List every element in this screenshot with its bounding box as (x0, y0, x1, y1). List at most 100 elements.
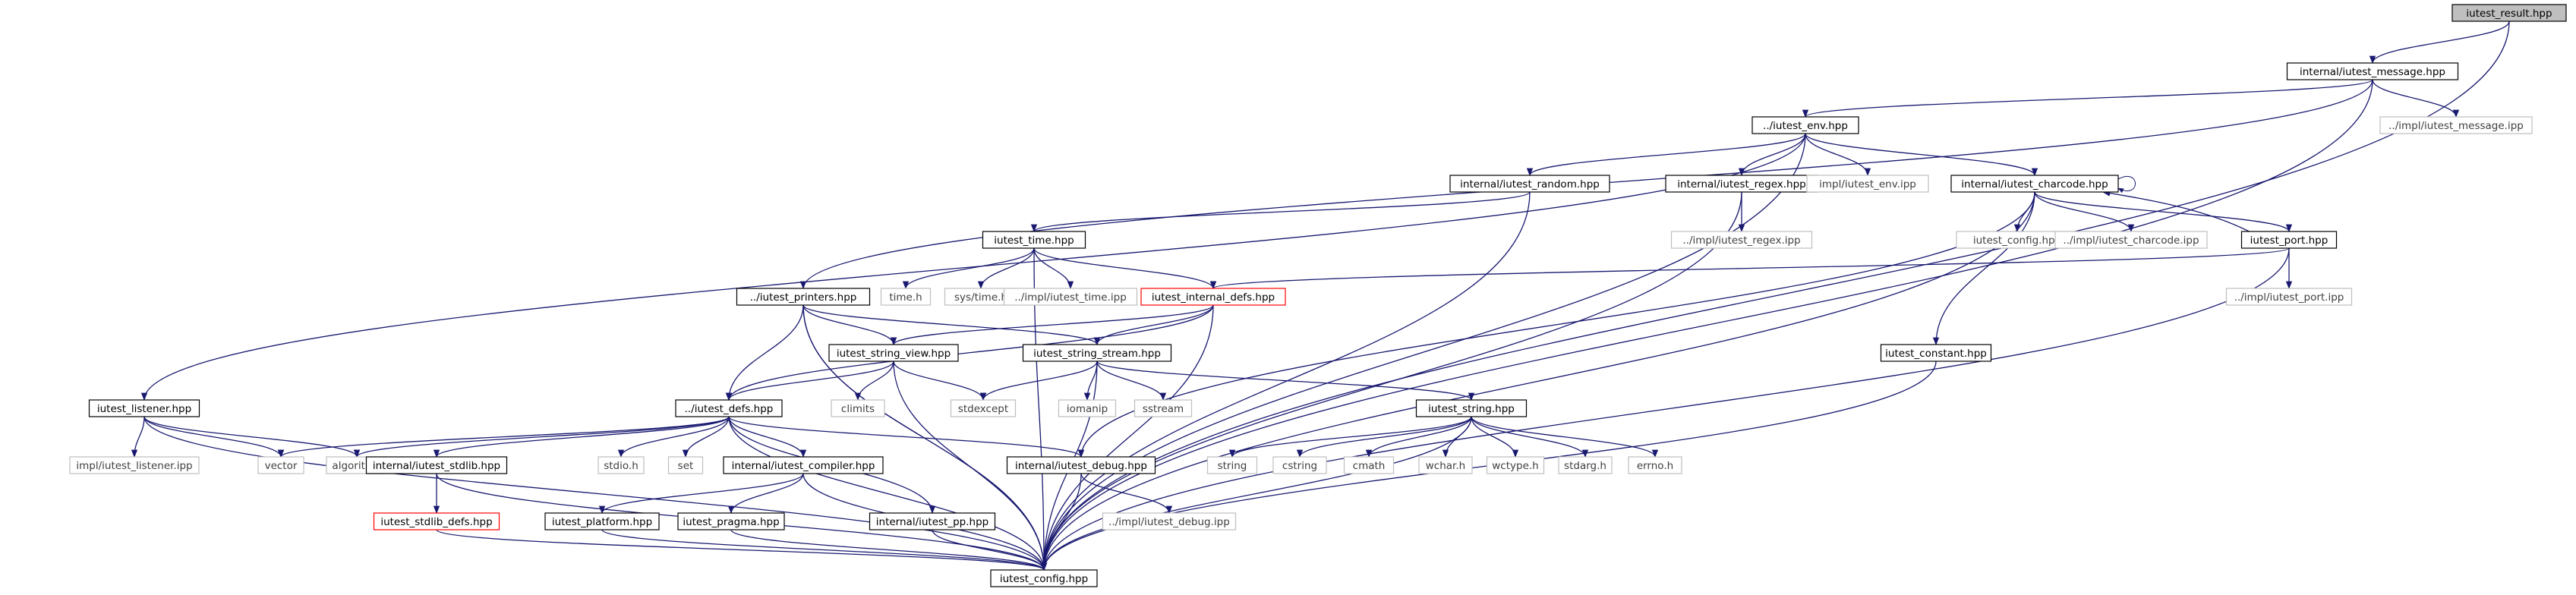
node-systime-h: sys/time.h (944, 288, 1018, 306)
node-label: iutest_listener.hpp (97, 403, 191, 415)
node-label: iutest_internal_defs.hpp (1152, 291, 1275, 304)
node-charcode[interactable]: internal/iutest_charcode.hpp (1950, 175, 2119, 193)
node-box (1670, 231, 1813, 249)
edge (730, 529, 1047, 571)
node-compiler[interactable]: internal/iutest_compiler.hpp (723, 456, 884, 474)
node-label: internal/iutest_debug.hpp (1015, 460, 1147, 472)
node-label: impl/iutest_listener.ipp (76, 460, 192, 472)
node-box (1003, 288, 1138, 306)
edge (1040, 247, 2290, 571)
edge (1040, 473, 1082, 571)
edge (854, 360, 894, 401)
edge (1040, 133, 1806, 571)
node-box (69, 456, 200, 474)
edge-env-to-random (1526, 133, 1806, 177)
node-constant[interactable]: iutest_constant.hpp (1880, 344, 1992, 362)
node-message[interactable]: internal/iutest_message.hpp (2286, 62, 2459, 80)
node-internal-defs[interactable]: iutest_internal_defs.hpp (1140, 288, 1286, 306)
node-time[interactable]: iutest_time.hpp (982, 231, 1086, 249)
node-box (1558, 456, 1613, 474)
node-label: iutest_config.hpp (1000, 573, 1088, 585)
node-printers[interactable]: ../iutest_printers.hpp (736, 288, 871, 306)
node-cstring: cstring (1272, 456, 1327, 474)
node-label: internal/iutest_random.hpp (1460, 178, 1600, 190)
node-box (831, 399, 885, 417)
node-stdlib[interactable]: internal/iutest_stdlib.hpp (365, 456, 508, 474)
edge-string_stream-to-stdexcept (979, 360, 1098, 401)
node-box (544, 512, 660, 530)
edge (802, 304, 1101, 346)
edge (725, 360, 894, 401)
edge (1228, 416, 1472, 458)
node-env-ipp: impl/iutest_env.ipp (1806, 175, 1929, 193)
edge (727, 473, 804, 515)
edge-debug-to-debug_ipp (1080, 473, 1173, 515)
node-stdio: stdio.h (597, 456, 645, 474)
node-stdarg: stdarg.h (1558, 456, 1613, 474)
edge-time-to-systime_h (977, 247, 1035, 290)
node-box (2379, 116, 2533, 134)
node-charcode-ipp: ../impl/iutest_charcode.ipp (2054, 231, 2208, 249)
node-label: iutest_string_view.hpp (837, 348, 951, 360)
node-regex-ipp: ../impl/iutest_regex.ipp (1670, 231, 1813, 249)
edge (1096, 360, 1474, 401)
node-label: internal/iutest_charcode.hpp (1961, 178, 2108, 190)
edge (433, 416, 730, 458)
node-string-hpp[interactable]: iutest_string.hpp (1415, 399, 1528, 417)
edge (143, 416, 285, 458)
node-time-h: time.h (880, 288, 932, 306)
edge-listener-to-listener_ipp (131, 416, 145, 458)
node-string: string (1206, 456, 1258, 474)
node-set: set (667, 456, 704, 474)
node-box (1751, 116, 1859, 134)
node-pp[interactable]: internal/iutest_pp.hpp (869, 512, 996, 530)
node-listener[interactable]: iutest_listener.hpp (88, 399, 200, 417)
edge-stdlib_defs-to-config (436, 529, 1047, 571)
node-string-stream[interactable]: iutest_string_stream.hpp (1022, 344, 1172, 362)
edge (1040, 416, 1472, 571)
node-regex[interactable]: internal/iutest_regex.hpp (1665, 175, 1818, 193)
node-port[interactable]: iutest_port.hpp (2240, 231, 2338, 249)
node-result: iutest_result.hpp (2451, 4, 2567, 22)
edge-defs-to-config (728, 416, 1048, 571)
edge (1093, 304, 1214, 346)
node-wctype: wctype.h (1486, 456, 1545, 474)
node-box (1628, 456, 1682, 474)
node-label: vector (265, 460, 298, 472)
node-config[interactable]: iutest_config.hpp (990, 569, 1098, 587)
node-label: set (678, 460, 694, 472)
node-debug[interactable]: internal/iutest_debug.hpp (1006, 456, 1156, 474)
node-box (365, 456, 508, 474)
node-pragma[interactable]: iutest_pragma.hpp (677, 512, 785, 530)
edge-internal_defs-to-string_view (891, 304, 1214, 346)
edge (1080, 473, 1173, 515)
node-string-view[interactable]: iutest_string_view.hpp (828, 344, 959, 362)
edge (2369, 20, 2510, 65)
node-label: internal/iutest_message.hpp (2300, 66, 2445, 78)
node-box (675, 399, 783, 417)
node-env[interactable]: ../iutest_env.hpp (1751, 116, 1859, 134)
node-stdlib-defs[interactable]: iutest_stdlib_defs.hpp (373, 512, 500, 530)
node-box (869, 512, 996, 530)
edge (977, 247, 1035, 290)
node-time-ipp: ../impl/iutest_time.ipp (1003, 288, 1138, 306)
node-defs[interactable]: ../iutest_defs.hpp (675, 399, 783, 417)
edge-random-to-time (1031, 191, 1531, 233)
edge-string_hpp-to-string (1228, 416, 1472, 458)
edge-defs-to-stdlib (433, 416, 730, 458)
node-label: iutest_string.hpp (1428, 403, 1515, 415)
edge-string_hpp-to-config (1040, 416, 1472, 571)
node-box (1418, 456, 1473, 474)
edge-env-to-regex (1738, 133, 1806, 177)
edge (1471, 416, 1519, 458)
node-box (88, 399, 200, 417)
node-platform[interactable]: iutest_platform.hpp (544, 512, 660, 530)
edge-env-to-env_ipp (1805, 133, 1871, 177)
edge (728, 416, 1084, 458)
edge-pragma-to-config (730, 529, 1047, 571)
edge (979, 360, 1098, 401)
node-random[interactable]: internal/iutest_random.hpp (1449, 175, 1610, 193)
node-label: ../impl/iutest_debug.ipp (1108, 516, 1230, 528)
node-box (1950, 175, 2119, 193)
node-label: impl/iutest_env.ipp (1819, 178, 1916, 190)
